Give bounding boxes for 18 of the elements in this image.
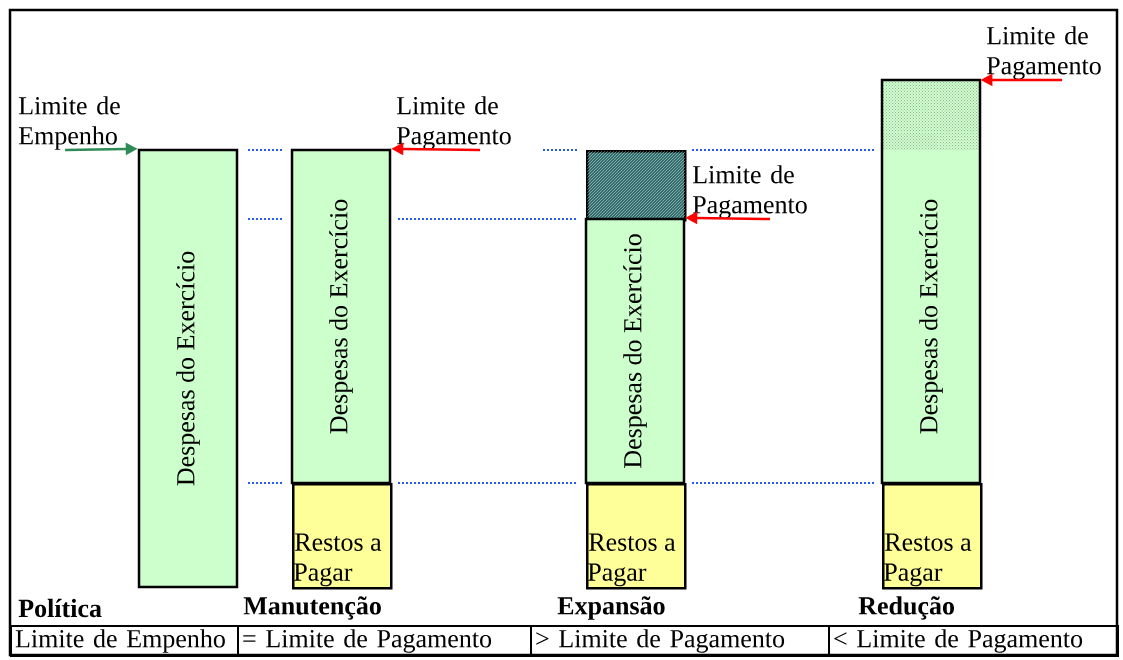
table-cell: = Limite de Pagamento (237, 625, 532, 657)
bar: Despesas do Exercício (290, 148, 392, 485)
bar: Restos a Pagar (882, 483, 983, 590)
column-heading: Expansão (557, 596, 665, 620)
callout-text: Limite de Pagamento (396, 96, 511, 150)
bar: Restos a Pagar (586, 483, 687, 590)
bar: Despesas do Exercício (584, 217, 686, 485)
callout-text: Limite de Empenho (18, 96, 120, 150)
column-heading: Política (18, 598, 102, 618)
callout-text: Limite de Pagamento (692, 165, 807, 219)
table-cell: < Limite de Pagamento (828, 625, 1119, 657)
table-cell: > Limite de Pagamento (530, 625, 830, 657)
bar: Despesas do Exercício (137, 148, 239, 589)
column-heading: Redução (858, 596, 954, 620)
column-heading: Manutenção (243, 596, 381, 620)
bar: Restos a Pagar (292, 483, 393, 590)
table-cell: Limite de Empenho (10, 625, 239, 657)
callout-text: Limite de Pagamento (986, 26, 1101, 80)
